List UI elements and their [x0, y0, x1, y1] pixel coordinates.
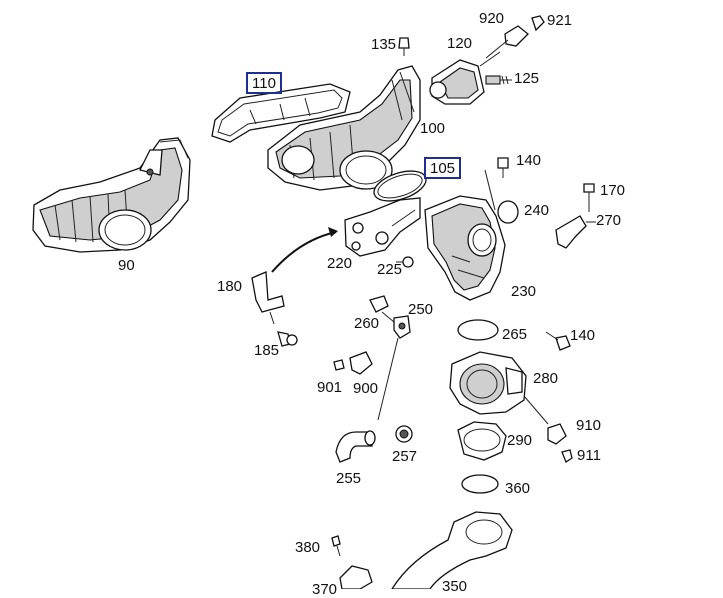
part-260-sensor	[369, 295, 395, 323]
label-180: 180	[217, 278, 243, 295]
label-350: 350	[442, 578, 468, 595]
label-220: 220	[327, 255, 353, 272]
label-257: 257	[392, 448, 418, 465]
part-135-bolt	[398, 37, 410, 56]
part-290-adapter	[457, 421, 507, 461]
part-250-sensor	[393, 315, 411, 339]
part-220-bracket	[344, 197, 421, 257]
part-911-pin	[561, 449, 573, 463]
part-185-screw	[277, 331, 298, 347]
part-270-bracket	[555, 215, 596, 249]
part-910-connector	[547, 423, 567, 445]
part-350-intake-pipe	[390, 511, 513, 590]
label-230: 230	[511, 283, 537, 300]
label-100: 100	[420, 120, 446, 137]
label-380: 380	[295, 539, 321, 556]
label-255: 255	[336, 470, 362, 487]
part-180-bracket	[251, 271, 285, 325]
part-360-ring	[461, 474, 499, 494]
part-125-screw	[485, 75, 512, 85]
label-110: 110	[246, 72, 282, 94]
label-265: 265	[502, 326, 528, 343]
label-90: 90	[118, 257, 135, 274]
direction-arrow	[271, 227, 338, 273]
label-135: 135	[371, 36, 397, 53]
label-900: 900	[353, 380, 379, 397]
label-140-bottom: 140	[570, 327, 596, 344]
label-901: 901	[317, 379, 343, 396]
part-120-actuator	[429, 51, 501, 105]
part-255-hose	[335, 430, 376, 463]
label-360: 360	[505, 480, 531, 497]
label-920: 920	[479, 10, 505, 27]
label-105: 105	[424, 157, 462, 179]
part-921-pin	[531, 15, 545, 32]
label-911: 911	[577, 447, 601, 464]
label-185: 185	[254, 342, 280, 359]
part-257-clip	[395, 425, 413, 443]
label-125: 125	[514, 70, 540, 87]
label-260: 260	[354, 315, 380, 332]
part-901-pin	[333, 359, 345, 371]
part-140-screw-bottom	[545, 331, 571, 351]
part-265-ring	[457, 319, 499, 341]
label-290: 290	[507, 432, 533, 449]
label-225: 225	[377, 261, 403, 278]
part-105-seal-ring	[373, 170, 427, 202]
label-140-top: 140	[516, 152, 542, 169]
part-230-adapter	[424, 169, 506, 301]
leader-line	[377, 337, 399, 421]
label-120: 120	[447, 35, 473, 52]
part-380-bolt	[331, 535, 341, 557]
part-170-bolt	[583, 183, 595, 212]
part-280-throttle-body	[449, 351, 549, 425]
part-140-screw-top	[497, 157, 509, 178]
part-240-o-ring	[497, 200, 519, 224]
part-370-bracket	[339, 565, 373, 590]
part-225-screw	[396, 256, 414, 268]
part-920-connector	[485, 25, 529, 59]
label-370: 370	[312, 581, 338, 598]
part-900-connector	[349, 351, 373, 375]
label-280: 280	[533, 370, 559, 387]
label-250: 250	[408, 301, 434, 318]
label-240: 240	[524, 202, 550, 219]
label-270: 270	[596, 212, 622, 229]
part-100-intake-manifold	[267, 65, 421, 191]
label-910: 910	[576, 417, 602, 434]
label-921: 921	[547, 12, 573, 29]
label-170: 170	[600, 182, 626, 199]
part-110-gasket	[211, 83, 351, 143]
part-90-intake-manifold	[32, 137, 191, 253]
